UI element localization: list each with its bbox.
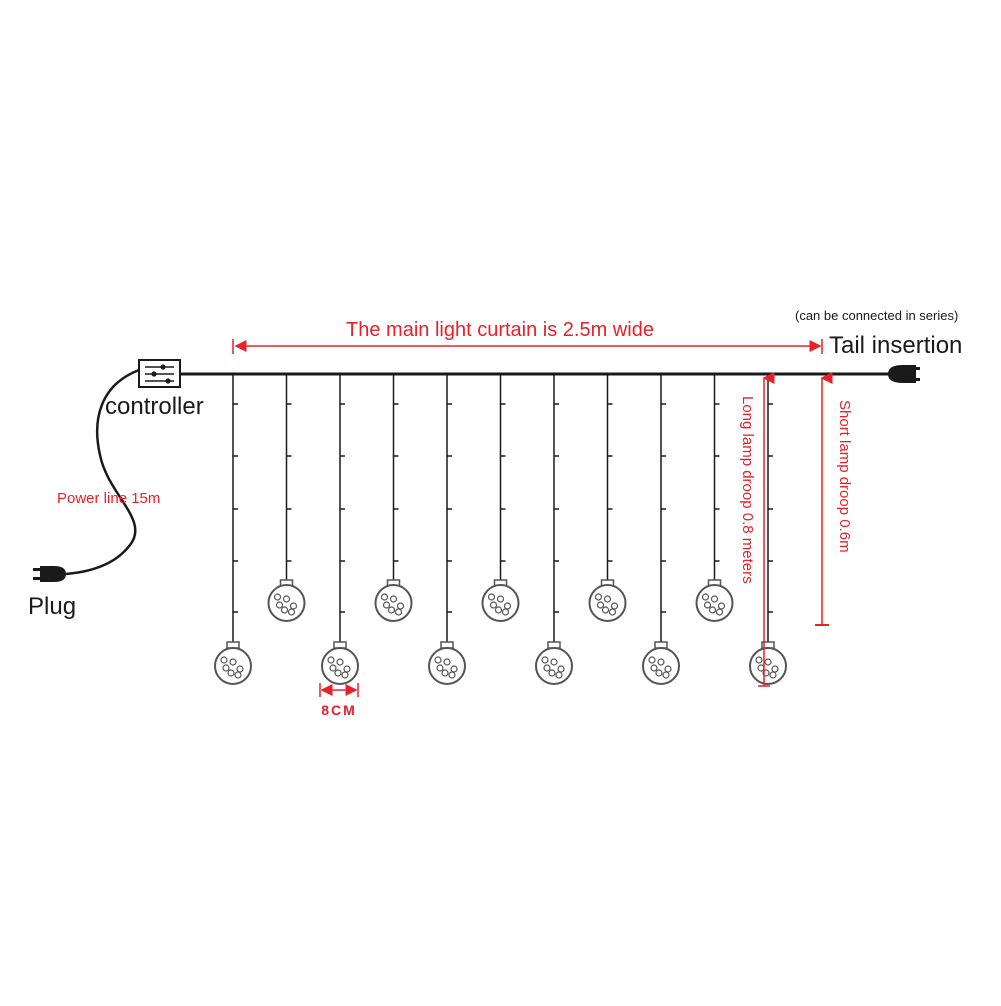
strand-long xyxy=(428,374,466,685)
bulb-size-label: 8CM xyxy=(321,702,357,718)
globe-bulb-icon xyxy=(481,579,520,622)
globe-bulb-icon xyxy=(374,579,413,622)
controller-label: controller xyxy=(105,393,204,420)
strand-short xyxy=(374,374,413,622)
short-droop-label: Short lamp droop 0.6m xyxy=(836,400,853,553)
globe-bulb-icon xyxy=(642,641,680,685)
series-note: (can be connected in series) xyxy=(795,308,958,323)
strand-short xyxy=(267,374,306,622)
globe-bulb-icon xyxy=(695,579,734,622)
tail-connector-icon xyxy=(888,365,920,383)
strand-long xyxy=(214,374,252,685)
globe-bulb-icon xyxy=(749,641,787,685)
power-line-label: Power line 15m xyxy=(57,490,160,507)
plug-icon xyxy=(33,566,66,582)
globe-bulb-icon xyxy=(428,641,466,685)
strand-short xyxy=(695,374,734,622)
strand-long xyxy=(535,374,573,685)
globe-bulb-icon xyxy=(588,579,627,622)
long-droop-label: Long lamp droop 0.8 meters xyxy=(739,396,756,584)
strand-long xyxy=(642,374,680,685)
globe-bulb-icon xyxy=(267,579,306,622)
strand-long xyxy=(321,374,359,685)
lamp-strands xyxy=(214,374,787,685)
plug-label: Plug xyxy=(28,593,76,620)
strand-short xyxy=(588,374,627,622)
globe-bulb-icon xyxy=(214,641,252,685)
globe-bulb-icon xyxy=(535,641,573,685)
strand-short xyxy=(481,374,520,622)
globe-bulb-icon xyxy=(321,641,359,685)
strand-long xyxy=(749,374,787,685)
tail-insertion-label: Tail insertion xyxy=(829,332,962,359)
power-cord xyxy=(65,368,140,576)
main-width-label: The main light curtain is 2.5m wide xyxy=(346,319,654,341)
controller-box-icon xyxy=(138,359,181,388)
